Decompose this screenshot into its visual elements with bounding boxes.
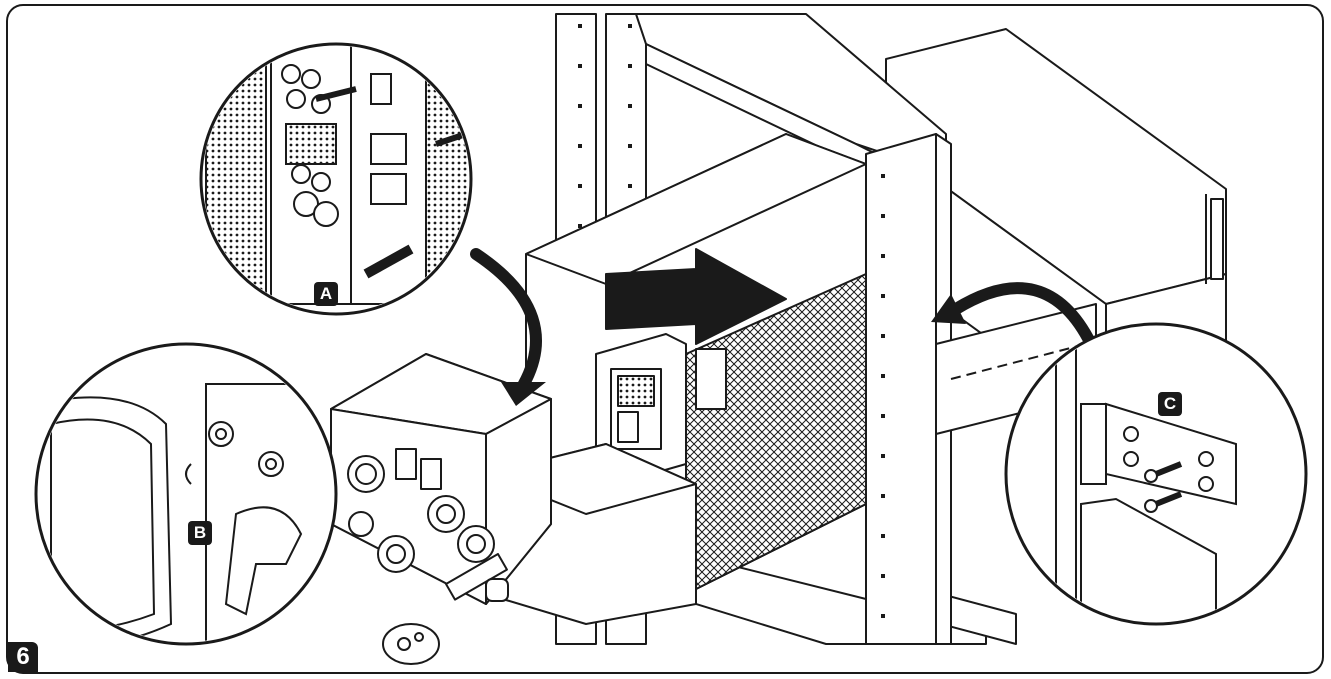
callout-label-a: A [314, 282, 338, 306]
curved-arrows [470, 248, 1097, 395]
illustration-frame: A B C 6 [6, 4, 1324, 674]
rack-assembly [330, 13, 1227, 665]
curved-arrow-icon [950, 282, 1097, 350]
callout-b [34, 342, 338, 646]
step-number-badge: 6 [8, 642, 38, 672]
callout-label-c: C [1158, 392, 1182, 416]
curved-arrow-icon [470, 248, 542, 395]
installation-illustration [6, 4, 1324, 674]
power-cord [445, 553, 508, 601]
callout-label-b: B [188, 521, 212, 545]
arrow-icon [605, 248, 787, 345]
screw-icon [1154, 461, 1183, 477]
screw-icon [1154, 491, 1183, 507]
rack-holes [578, 24, 885, 618]
rack-front-post [865, 133, 937, 645]
callout-c [1004, 322, 1308, 626]
